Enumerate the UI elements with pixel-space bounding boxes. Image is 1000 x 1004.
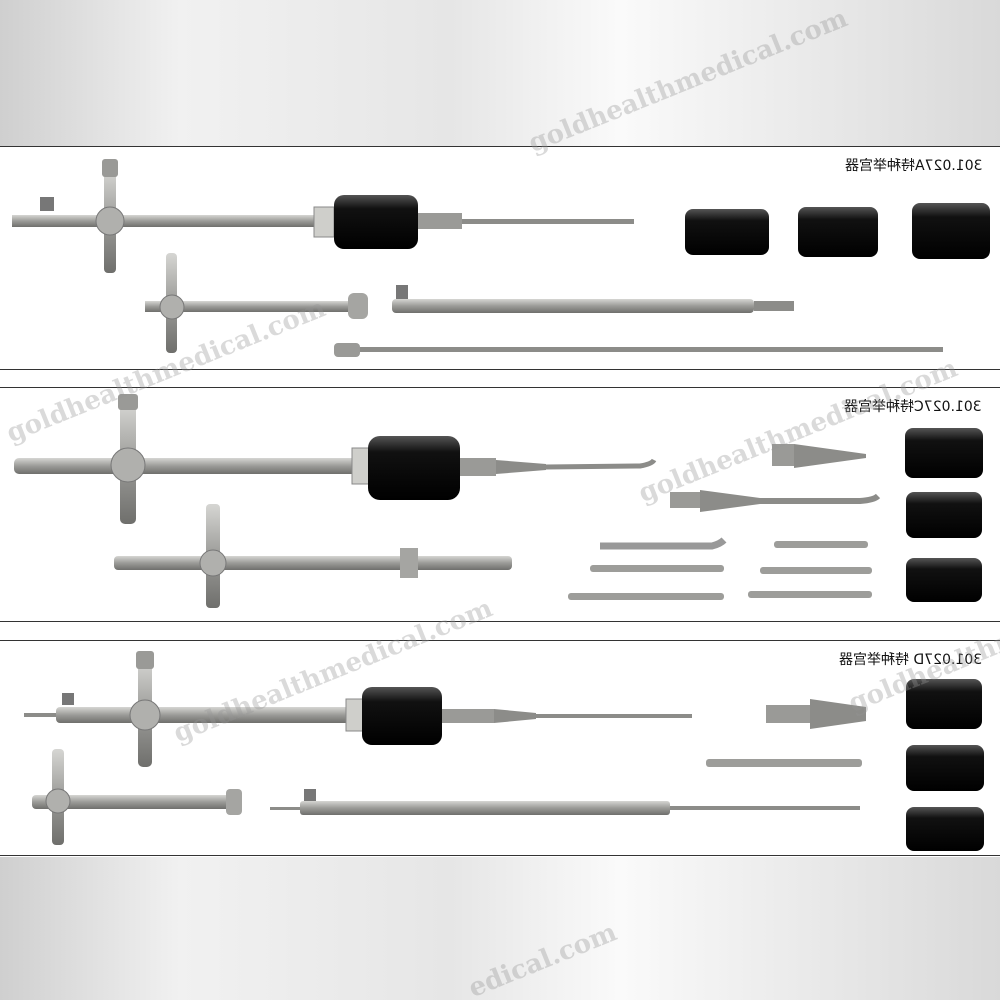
thin-probe-rod	[334, 343, 943, 357]
manipulator-handle-secondary	[32, 749, 242, 845]
threaded-rod	[392, 285, 794, 313]
curved-tip-attachment	[670, 490, 881, 512]
instruments-illustration	[12, 159, 990, 357]
background-band-bottom	[0, 857, 1000, 1000]
spiral-tip-attachment	[766, 699, 866, 729]
instruments-illustration	[14, 394, 983, 608]
background-band-top	[0, 0, 1000, 146]
product-panel-301-027c: 301.027C特种举宫器	[0, 387, 1000, 622]
manipulator-handle-secondary	[145, 253, 368, 353]
cervical-caps-row	[685, 203, 990, 259]
uterine-manipulator-main	[14, 394, 657, 524]
spare-rod	[706, 759, 862, 767]
product-panel-301-027d: 301.027D 特种举宫器	[0, 640, 1000, 856]
instruments-illustration	[24, 651, 984, 851]
cervical-caps-column	[906, 679, 984, 851]
spiral-tip-attachment	[772, 444, 866, 468]
manipulator-handle-secondary	[114, 504, 512, 608]
uterine-manipulator-main	[12, 159, 634, 273]
uterine-manipulator-main	[24, 651, 692, 767]
long-cannula	[270, 789, 860, 815]
product-panel-301-027a: 301.027A特种举宫器	[0, 146, 1000, 370]
spare-rods	[568, 537, 872, 600]
cervical-caps-column	[905, 428, 983, 602]
